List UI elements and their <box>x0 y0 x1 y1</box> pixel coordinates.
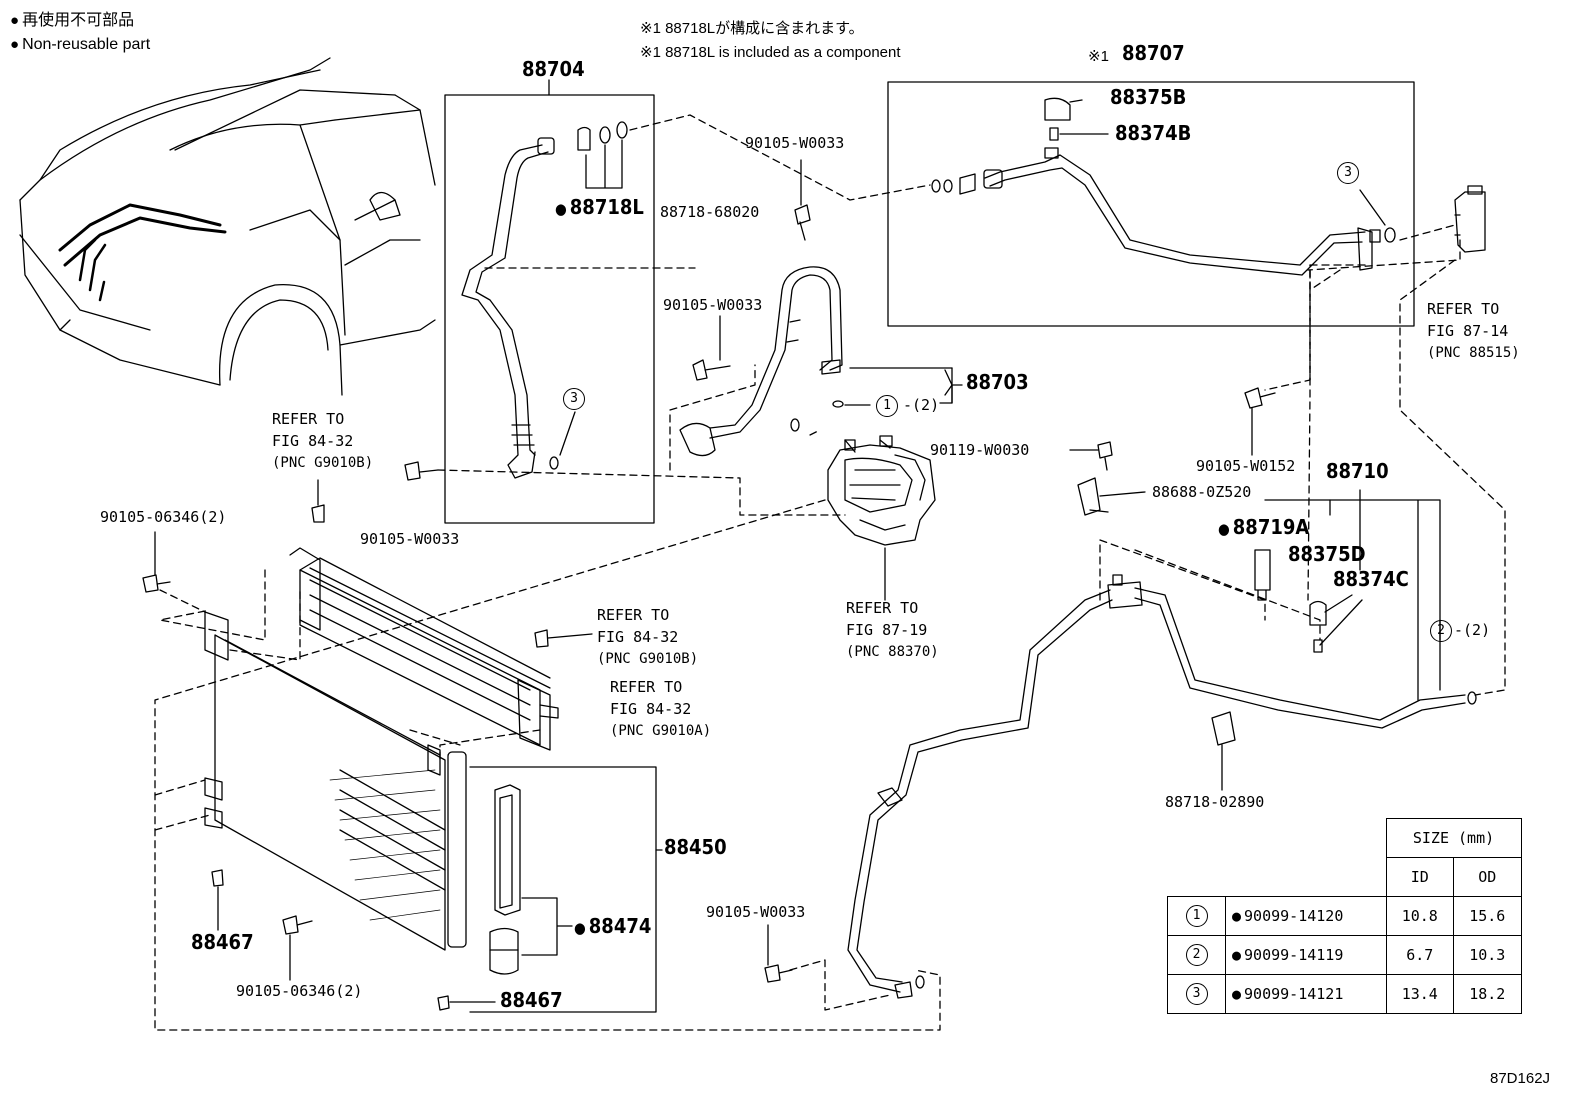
label-88710[interactable]: 88710 <box>1326 459 1389 483</box>
refer-4-line3: (PNC 88515) <box>1427 345 1520 361</box>
hose-88703 <box>679 266 844 457</box>
size-row-0-no: 1 <box>1185 905 1208 927</box>
radiator <box>289 547 559 751</box>
label-88450[interactable]: 88450 <box>664 835 727 859</box>
size-row-1-od: 10.3 <box>1453 935 1522 975</box>
label-88719A[interactable]: 88719A <box>1218 517 1310 538</box>
size-row-0-od: 15.6 <box>1453 896 1522 936</box>
condenser <box>204 611 467 951</box>
note-en: ※1 88718L is included as a component <box>640 44 901 61</box>
label-bolt-left[interactable]: 90105-W0033 <box>360 530 460 548</box>
refer-4-line2: FIG 87-14 <box>1427 322 1509 340</box>
label-bolt-mid[interactable]: 90105-W0033 <box>663 296 763 314</box>
group-88704-box <box>444 94 655 524</box>
refer-1-line2: FIG 84-32 <box>597 628 679 646</box>
refer-1-line1: REFER TO <box>597 606 670 624</box>
label-bolt-bottom[interactable]: 90105-W0033 <box>706 903 806 921</box>
label-88375B[interactable]: 88375B <box>1110 85 1187 109</box>
size-row-2-no: 3 <box>1185 983 1208 1005</box>
label-90105-06346-bot[interactable]: 90105-06346(2) <box>236 982 363 1000</box>
size-row-2-od: 18.2 <box>1453 974 1522 1014</box>
callout-1-88703: 1 <box>876 395 898 417</box>
size-row-2-part[interactable]: 90099-14121 <box>1232 985 1343 1003</box>
table-row: 1 90099-14120 10.8 15.6 <box>1167 896 1522 936</box>
group-88450-box <box>469 766 657 1013</box>
label-88704[interactable]: 88704 <box>522 57 585 81</box>
dashed-leaders <box>154 114 1506 1031</box>
size-row-0-id: 10.8 <box>1385 896 1454 936</box>
label-88374C[interactable]: 88374C <box>1333 567 1409 591</box>
size-table-header: SIZE (mm) <box>1385 818 1522 858</box>
callout-3-88704: 3 <box>563 388 585 410</box>
size-col-od: OD <box>1453 857 1522 897</box>
expansion-valve <box>1454 185 1486 253</box>
refer-0-line1: REFER TO <box>272 410 345 428</box>
callout-2-88710: 2 <box>1430 620 1452 642</box>
refer-2-line1: REFER TO <box>610 678 683 696</box>
label-90105-06346-top[interactable]: 90105-06346(2) <box>100 508 227 526</box>
table-row: 3 90099-14121 13.4 18.2 <box>1167 974 1522 1014</box>
refer-0-line3: (PNC G9010B) <box>272 455 374 471</box>
label-90119-W0030[interactable]: 90119-W0030 <box>930 441 1030 459</box>
refer-4-line1: REFER TO <box>1427 300 1500 318</box>
size-table: SIZE (mm) ID OD 1 90099-14120 10.8 15.6 … <box>1167 818 1522 1014</box>
ac-compressor <box>827 435 936 546</box>
label-88707[interactable]: 88707 <box>1122 41 1185 65</box>
bolts <box>142 159 1276 1011</box>
label-88467-b[interactable]: 88467 <box>500 988 563 1012</box>
refer-3-line3: (PNC 88370) <box>846 644 939 660</box>
refer-0-line2: FIG 84-32 <box>272 432 354 450</box>
group-88707-box <box>887 81 1415 327</box>
callout-3-88707: 3 <box>1337 162 1359 184</box>
size-row-1-part[interactable]: 90099-14119 <box>1232 946 1343 964</box>
label-88467-a[interactable]: 88467 <box>191 930 254 954</box>
size-row-0-part[interactable]: 90099-14120 <box>1232 907 1343 925</box>
label-88710-ring: -(2) <box>1454 621 1491 639</box>
legend-jp: 再使用不可部品 <box>10 12 134 30</box>
hose-88707 <box>983 154 1381 276</box>
note-jp: ※1 88718Lが構成に含まれます。 <box>640 20 864 37</box>
label-88703-ring: -(2) <box>903 396 940 414</box>
refer-1-line3: (PNC G9010B) <box>597 651 699 667</box>
label-88375D[interactable]: 88375D <box>1288 542 1366 566</box>
size-col-id: ID <box>1385 857 1454 897</box>
refer-3-line1: REFER TO <box>846 599 919 617</box>
diagram-code: 87D162J <box>1490 1070 1551 1087</box>
size-row-1-no: 2 <box>1185 944 1208 966</box>
label-90105-W0152[interactable]: 90105-W0152 <box>1196 457 1296 475</box>
label-88474[interactable]: 88474 <box>574 916 652 937</box>
hose-88704 <box>461 137 555 479</box>
label-88688-0Z520[interactable]: 88688-0Z520 <box>1152 483 1252 501</box>
refer-2-line2: FIG 84-32 <box>610 700 692 718</box>
label-88718L[interactable]: 88718L <box>555 197 644 218</box>
refer-3-line2: FIG 87-19 <box>846 621 928 639</box>
legend-en: Non-reusable part <box>10 36 150 54</box>
label-88703[interactable]: 88703 <box>966 370 1029 394</box>
size-row-2-id: 13.4 <box>1385 974 1454 1014</box>
label-88718-68020[interactable]: 88718-68020 <box>660 203 760 221</box>
vehicle-outline <box>19 57 436 396</box>
size-row-1-id: 6.7 <box>1385 935 1454 975</box>
refer-2-line3: (PNC G9010A) <box>610 723 712 739</box>
hose-88710 <box>847 574 1477 999</box>
label-88707-mark: ※1 <box>1088 48 1109 65</box>
label-88718-02890[interactable]: 88718-02890 <box>1165 793 1265 811</box>
label-bolt-top[interactable]: 90105-W0033 <box>745 134 845 152</box>
label-88374B[interactable]: 88374B <box>1115 121 1192 145</box>
desiccant <box>489 784 521 975</box>
table-row: 2 90099-14119 6.7 10.3 <box>1167 935 1522 975</box>
